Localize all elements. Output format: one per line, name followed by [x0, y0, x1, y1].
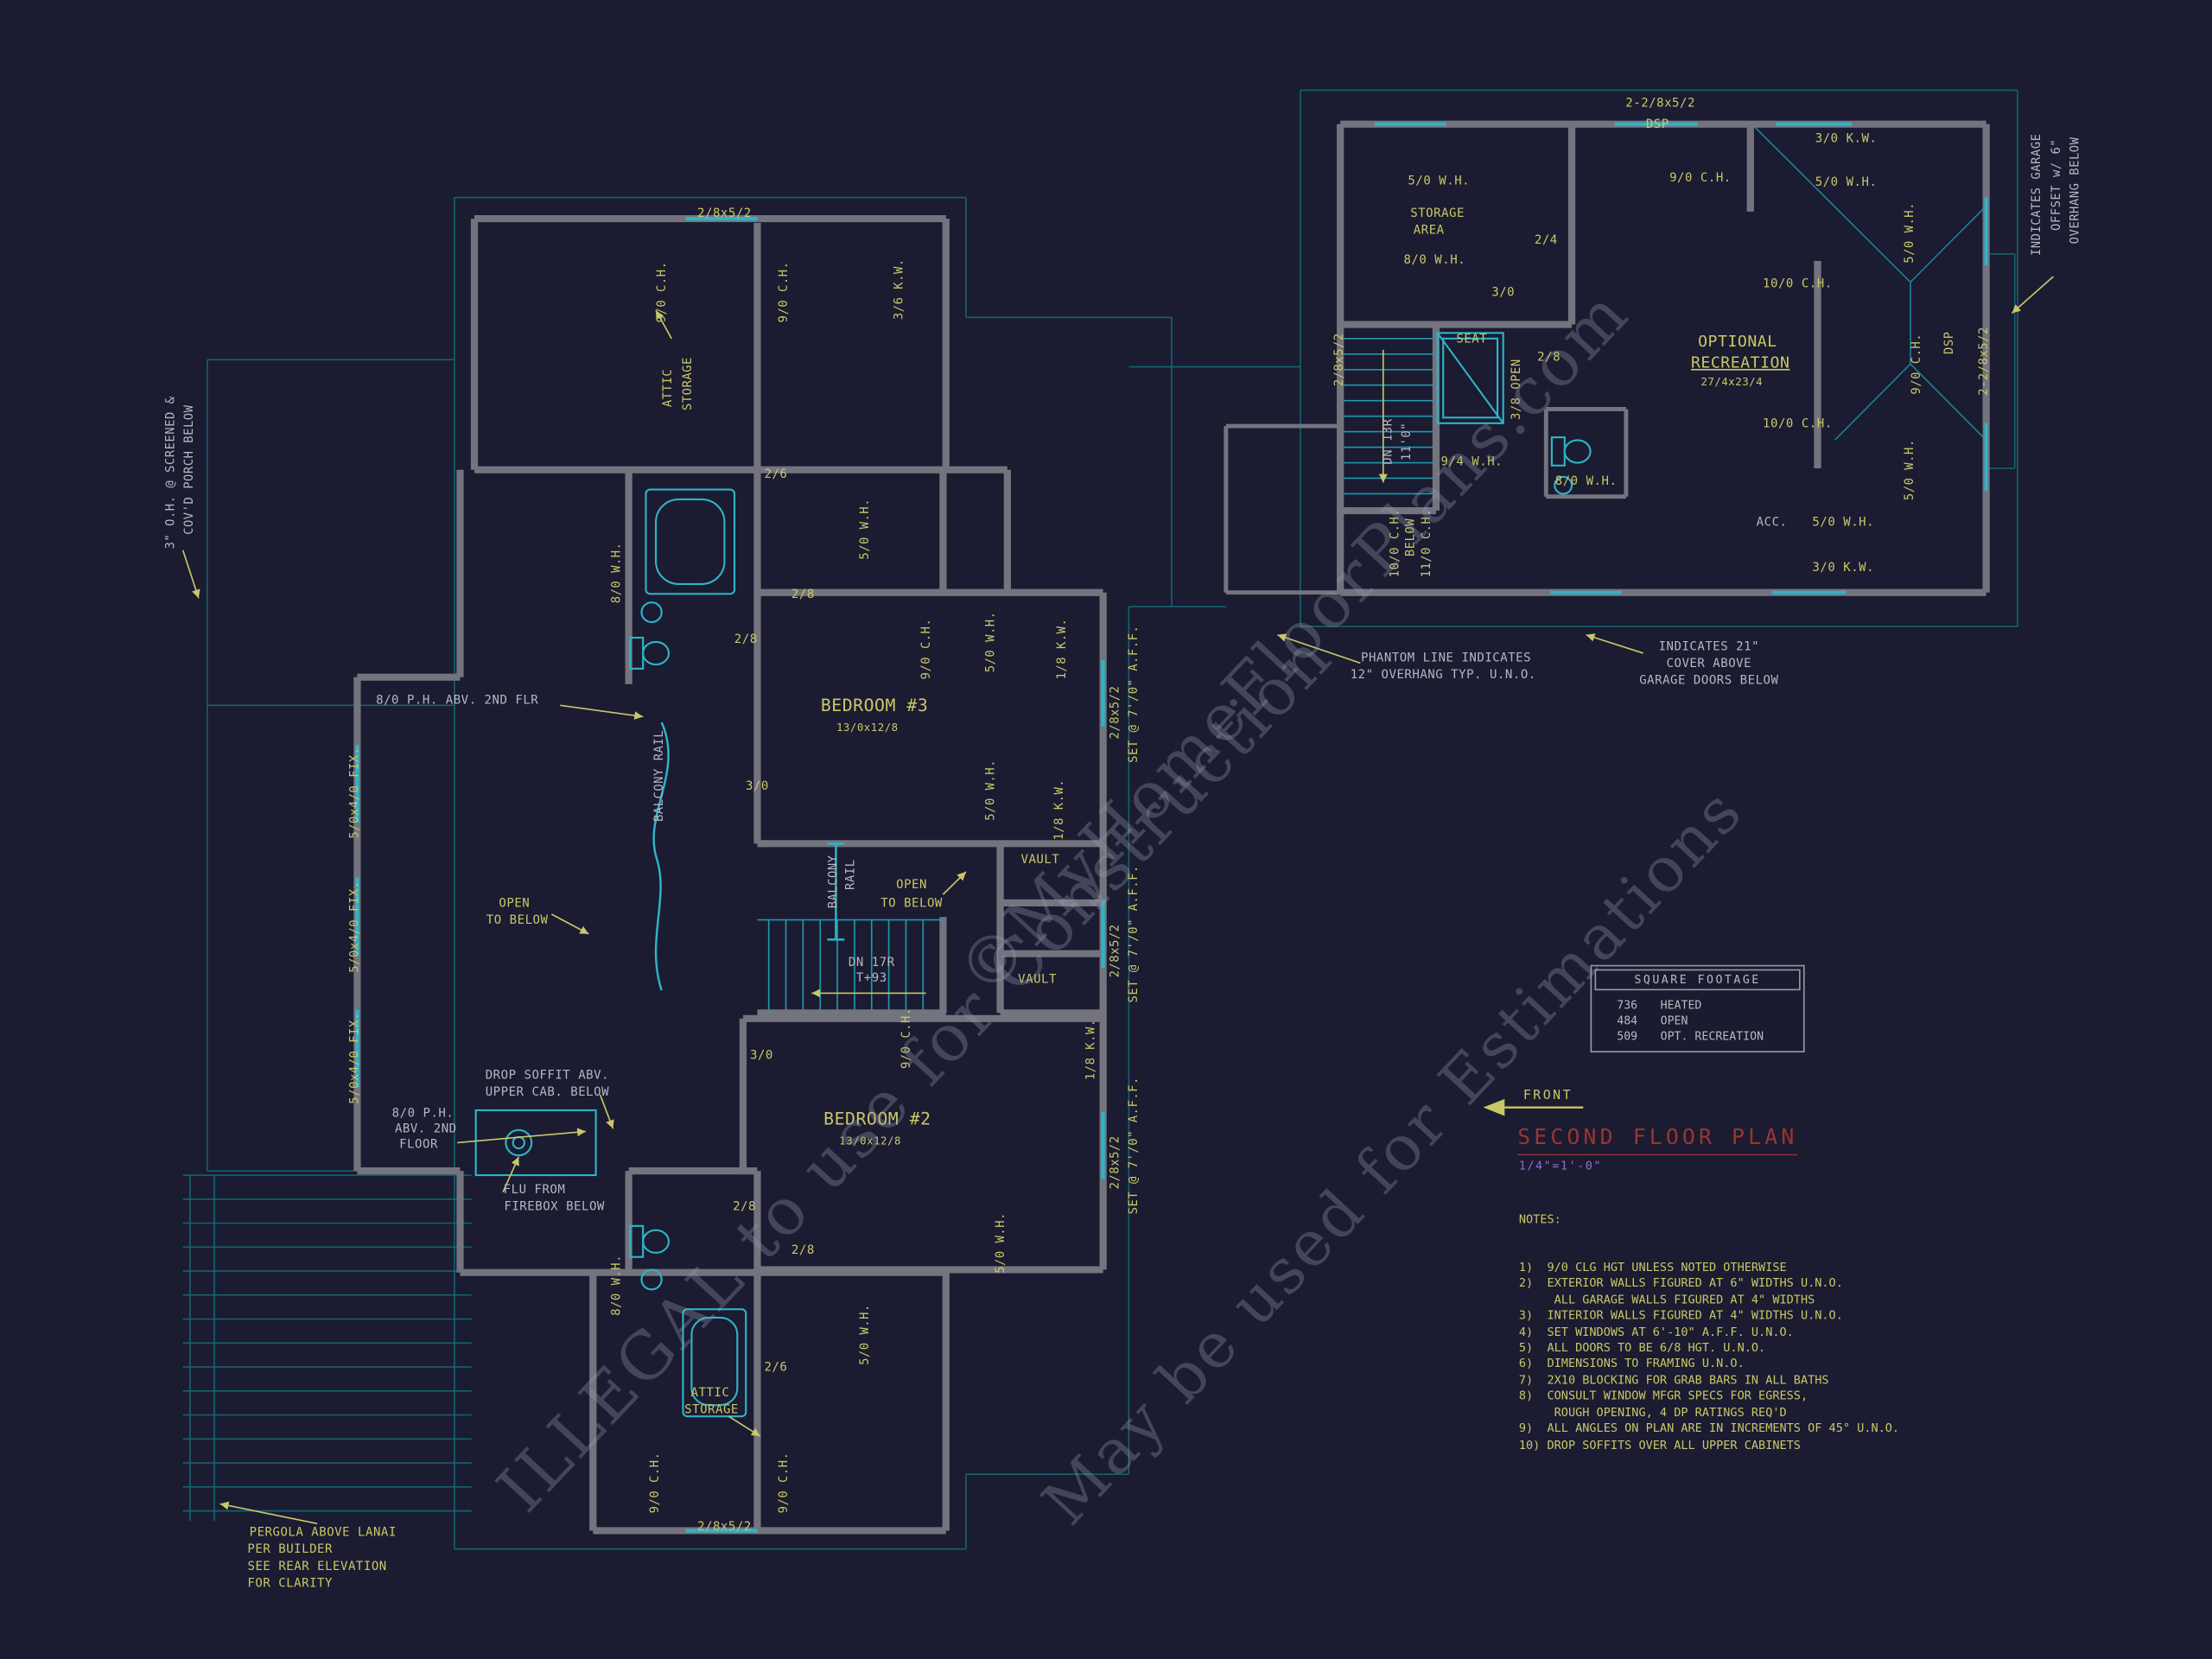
note-line: 2) EXTERIOR WALLS FIGURED AT 6" WIDTHS U…	[1518, 1275, 1843, 1291]
note-line: 1) 9/0 CLG HGT UNLESS NOTED OTHERWISE	[1518, 1260, 1787, 1274]
leader-arrows	[181, 276, 2054, 1525]
sqft-label: HEATED	[1660, 998, 1702, 1012]
balcony-rails	[652, 721, 845, 991]
note-line: 5) ALL DOORS TO BE 6/8 HGT. U.N.O.	[1518, 1340, 1766, 1355]
drawing-scale: 1/4"=1'-0"	[1518, 1160, 1603, 1173]
note-line: 8) CONSULT WINDOW MFGR SPECS FOR EGRESS,	[1518, 1389, 1808, 1403]
plumbing-fixtures	[474, 332, 1592, 1418]
pergola-lines	[182, 1174, 472, 1522]
front-direction-label: FRONT	[1522, 1089, 1573, 1103]
front-arrow-icon	[1483, 1098, 1584, 1116]
window-glyphs	[355, 122, 1988, 1533]
phantom-overhang-lines	[206, 89, 2018, 1550]
notes-heading: NOTES:	[1518, 1211, 1561, 1226]
note-line: 3) INTERIOR WALLS FIGURED AT 4" WIDTHS U…	[1518, 1307, 1843, 1323]
sqft-row: 484 OPEN	[1603, 1013, 1791, 1028]
sqft-label: OPEN	[1660, 1014, 1688, 1027]
sqft-row: 736 HEATED	[1603, 997, 1791, 1013]
sink-icon	[640, 1268, 663, 1291]
flu-icon	[505, 1128, 533, 1157]
shower-seat	[1436, 332, 1504, 424]
sqft-row: 509 OPT. RECREATION	[1603, 1028, 1791, 1044]
bathtub-icon	[645, 488, 736, 595]
sink-icon	[1554, 475, 1573, 495]
stair-treads	[757, 338, 1433, 1011]
note-line: ALL GARAGE WALLS FIGURED AT 4" WIDTHS	[1518, 1292, 1815, 1306]
note-line: 9) ALL ANGLES ON PLAN ARE IN INCREMENTS …	[1518, 1421, 1900, 1435]
sink-icon	[640, 601, 663, 624]
square-footage-header: SQUARE FOOTAGE	[1594, 969, 1801, 991]
page-title: SECOND FLOOR PLAN	[1517, 1124, 1798, 1156]
square-footage-rows: 736 HEATED 484 OPEN 509 OPT. RECREATION	[1592, 993, 1803, 1051]
note-line: ROUGH OPENING, 4 DP RATINGS REQ'D	[1518, 1404, 1787, 1419]
notes-block: NOTES: 1) 9/0 CLG HGT UNLESS NOTED OTHER…	[1519, 1179, 1899, 1485]
sqft-value: 509	[1617, 1029, 1638, 1043]
note-line: 4) SET WINDOWS AT 6'-10" A.F.F. U.N.O.	[1518, 1324, 1794, 1338]
note-line: 6) DIMENSIONS TO FRAMING U.N.O.	[1518, 1356, 1745, 1371]
fireplace-chase	[474, 1109, 597, 1177]
sqft-value: 484	[1617, 1014, 1638, 1027]
square-footage-table: SQUARE FOOTAGE 736 HEATED 484 OPEN 509 OPT. R…	[1590, 964, 1805, 1052]
roof-hip-lines	[1754, 126, 1987, 441]
sqft-value: 736	[1617, 998, 1638, 1012]
note-line: 10) DROP SOFFITS OVER ALL UPPER CABINETS	[1518, 1436, 1801, 1452]
note-line: 7) 2X10 BLOCKING FOR GRAB BARS IN ALL BA…	[1518, 1372, 1829, 1387]
toilet-icon	[1550, 436, 1566, 467]
sqft-label: OPT. RECREATION	[1660, 1029, 1764, 1043]
bathtub-icon	[682, 1308, 747, 1418]
